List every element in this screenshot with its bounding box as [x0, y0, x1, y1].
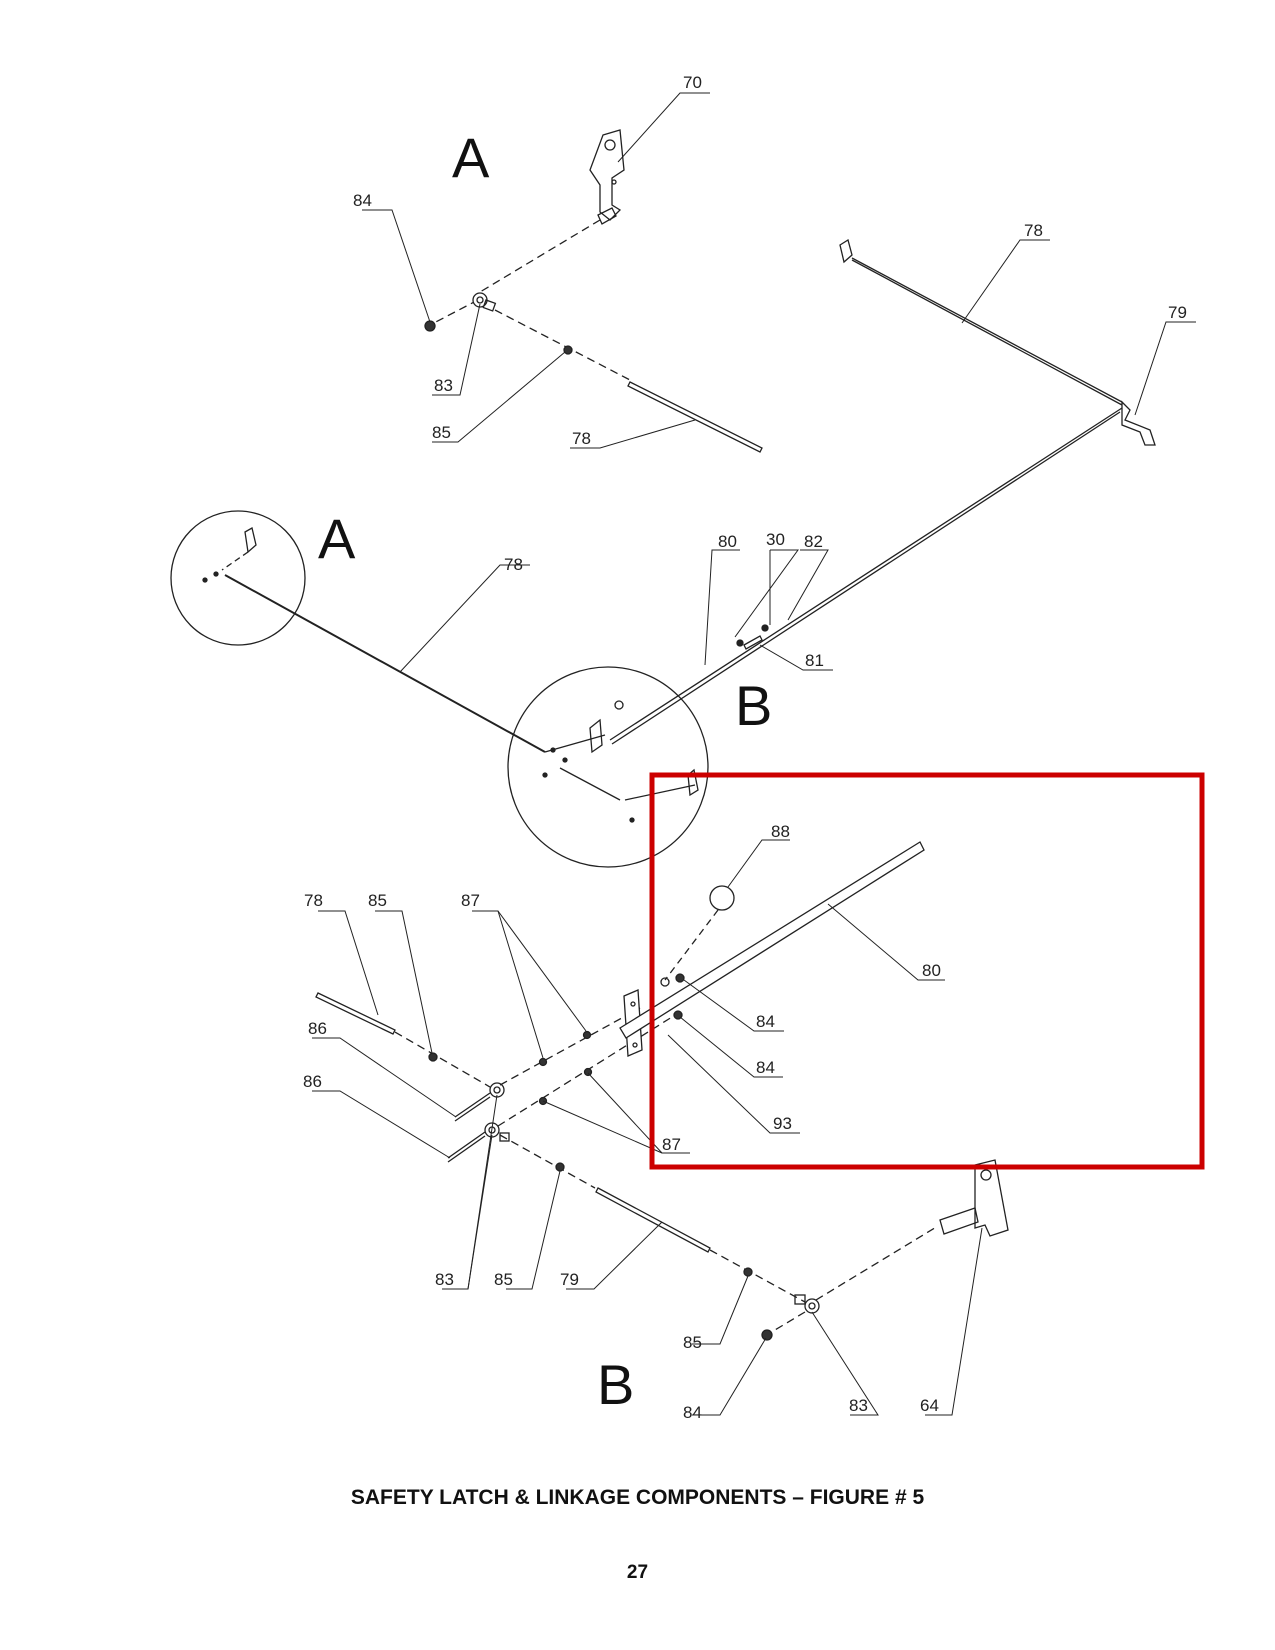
detail-circle-a	[170, 510, 306, 646]
rod-end-83-b3	[794, 1294, 820, 1314]
callout-86: 86	[303, 1072, 322, 1091]
callout-83: 83	[435, 1270, 454, 1289]
callout-86: 86	[308, 1019, 327, 1038]
callout-84: 84	[353, 191, 372, 210]
detail-circle-b	[507, 666, 709, 868]
nut-84-top	[424, 320, 436, 332]
page-number: 27	[626, 1562, 649, 1583]
callout-70: 70	[683, 73, 702, 92]
handle-80-detail	[619, 841, 925, 1039]
callout-85: 85	[494, 1270, 513, 1289]
callout-80: 80	[922, 961, 941, 980]
figure-caption: SAFETY LATCH & LINKAGE COMPONENTS – FIGU…	[350, 1486, 925, 1509]
bracket-78-right	[839, 238, 853, 264]
rod-79-b	[595, 1187, 711, 1253]
callout-81: 81	[805, 651, 824, 670]
callout-78: 78	[304, 891, 323, 910]
callout-84: 84	[756, 1058, 775, 1077]
rod-78-b	[315, 992, 396, 1035]
callout-87: 87	[662, 1135, 681, 1154]
callout-82: 82	[804, 532, 823, 551]
bracket-79-right	[1121, 400, 1156, 446]
callout-85: 85	[368, 891, 387, 910]
highlight-box	[649, 772, 1205, 1170]
callout-79: 79	[1168, 303, 1187, 322]
callout-87: 87	[461, 891, 480, 910]
callout-85: 85	[432, 423, 451, 442]
view-label-a-top: A	[452, 126, 490, 189]
view-label-a-mid: A	[318, 507, 356, 570]
bracket-70	[589, 129, 625, 225]
knob-88	[709, 885, 735, 911]
bracket-64	[939, 1159, 1009, 1237]
callout-93: 93	[773, 1114, 792, 1133]
callout-84: 84	[756, 1012, 775, 1031]
callout-30: 30	[766, 530, 785, 549]
nut-85-b	[428, 1052, 438, 1062]
view-label-b-bottom: B	[597, 1353, 634, 1416]
nut-85-top	[563, 345, 573, 355]
callout-80: 80	[718, 532, 737, 551]
rod-78-top	[627, 381, 763, 453]
callout-79: 79	[560, 1270, 579, 1289]
callout-85: 85	[683, 1333, 702, 1352]
view-label-b-mid: B	[735, 674, 772, 737]
callout-78: 78	[504, 555, 523, 574]
callout-83: 83	[434, 376, 453, 395]
rod-end-83-b1	[489, 1082, 505, 1098]
callout-84: 84	[683, 1403, 702, 1422]
callout-64: 64	[920, 1396, 939, 1415]
callout-88: 88	[771, 822, 790, 841]
callout-78: 78	[572, 429, 591, 448]
callout-78: 78	[1024, 221, 1043, 240]
rod-end-83-top	[472, 292, 497, 312]
callout-83: 83	[849, 1396, 868, 1415]
